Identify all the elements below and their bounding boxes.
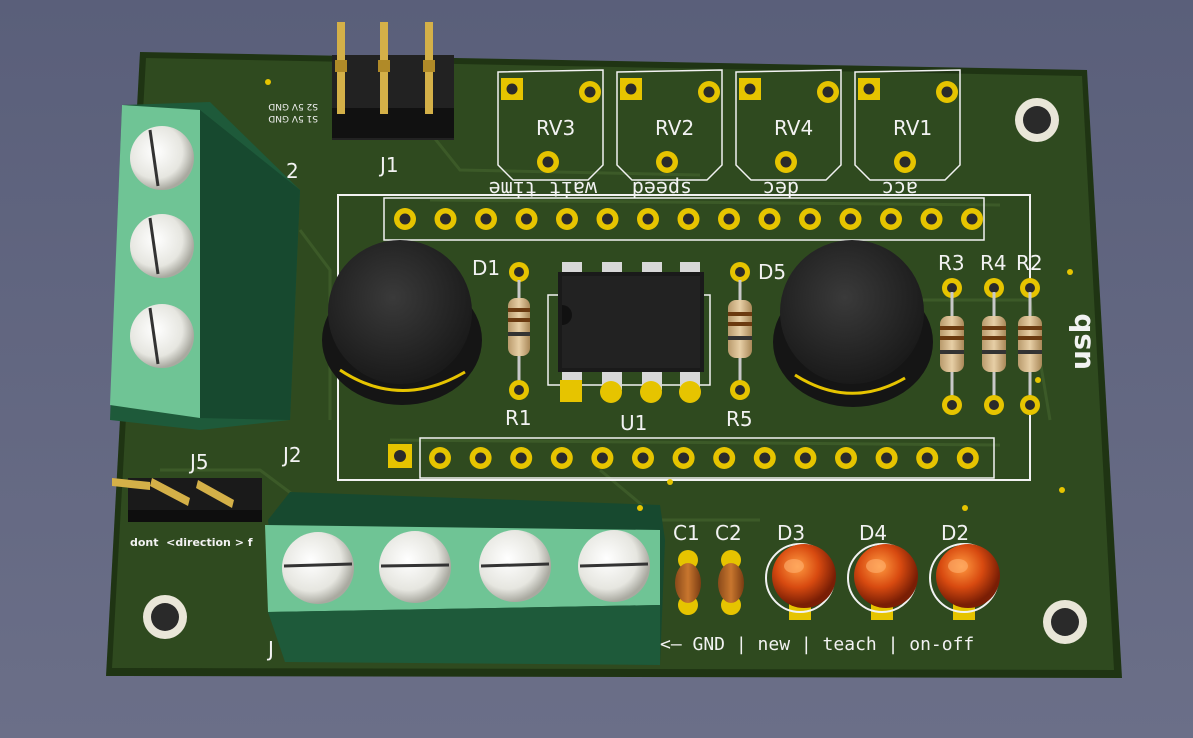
led-ref: D3 [777, 521, 805, 545]
terminal-block-bottom: J [265, 492, 665, 665]
vias [265, 79, 1073, 511]
trimmer-rv1[interactable]: RV1 acc [854, 69, 961, 201]
pad [880, 208, 902, 230]
j5-hint: dont <direction > f [130, 536, 253, 549]
pad [429, 447, 451, 469]
terminal-block-j2: 2 J2 [110, 102, 302, 467]
usb-label: usb [1064, 313, 1097, 370]
svg-text:C1: C1 [673, 521, 700, 545]
resistor-ref: R2 [1016, 251, 1043, 275]
led-d2: D2 [929, 521, 1000, 620]
capacitor-c2: C2 [715, 521, 744, 615]
pad [677, 208, 700, 230]
header-row-bottom-outline [419, 437, 995, 479]
ic-u1: U1 [547, 262, 711, 435]
pad [839, 208, 862, 230]
header-pads-top [394, 208, 983, 230]
diode-d1: D1 R1 [472, 256, 532, 430]
trimmer-label: dec [763, 177, 799, 201]
pad [916, 447, 939, 469]
trimmer-group: RV3 wait time RV2 speed RV4 dec RV1 acc [489, 69, 961, 201]
screw-j2-1[interactable] [130, 126, 194, 190]
pad [758, 208, 781, 230]
pad [920, 208, 943, 230]
trimmer-ref: RV3 [536, 116, 575, 140]
pad [794, 447, 817, 469]
header-row-top-outline [383, 197, 985, 241]
pad [718, 208, 740, 230]
trimmer-rv3[interactable]: RV3 wait time [489, 69, 604, 201]
trimmer-rv4[interactable]: RV4 dec [735, 69, 842, 201]
led-d3: D3 [765, 521, 836, 620]
electrolytic-cap-right [773, 240, 933, 407]
resistor-r4: R4 [980, 251, 1007, 415]
pad [713, 447, 736, 469]
header-j5: J5 dont <direction > f [112, 450, 262, 549]
pad [596, 208, 619, 230]
pad [961, 208, 983, 230]
resistor-r2: R2 [1016, 251, 1043, 415]
pcb-traces [160, 119, 1052, 522]
trimmer-rv2[interactable]: RV2 speed [616, 69, 723, 201]
trimmer-ref: RV2 [655, 116, 694, 140]
pad [672, 447, 695, 469]
terminal-bottom-ref: J [266, 637, 274, 661]
pad [394, 208, 416, 230]
resistor-ref: R3 [938, 251, 965, 275]
pad [556, 208, 578, 230]
pad [835, 447, 857, 469]
diode-d5: D5 R5 [726, 260, 786, 431]
capacitor-c1: C1 [673, 521, 701, 615]
resistor-r3: R3 [938, 251, 965, 415]
mounting-holes [143, 98, 1087, 644]
j2-ref-offset: 2 [286, 159, 299, 183]
pad [469, 447, 492, 469]
trimmer-label: acc [882, 177, 918, 201]
header-pads-bottom [388, 444, 979, 469]
electrolytic-cap-left [322, 240, 482, 405]
trimmer-label: speed [632, 177, 692, 201]
resistor-r5-ref: R5 [726, 407, 753, 431]
pad [434, 208, 457, 230]
trimmer-ref: RV1 [893, 116, 932, 140]
pad [637, 208, 659, 230]
svg-text:D5: D5 [758, 260, 786, 284]
pad [956, 447, 979, 469]
bottom-legend: <— GND | new | teach | on-off [660, 634, 974, 655]
trimmer-label: wait time [489, 177, 597, 201]
led-ref: D4 [859, 521, 887, 545]
j2-ref: J2 [281, 443, 302, 467]
j1-pin-labels-2: S1 5V GND [268, 113, 318, 123]
pad [550, 447, 573, 469]
resistor-r1-ref: R1 [505, 406, 532, 430]
pad [475, 208, 497, 230]
pad [799, 208, 821, 230]
led-ref: D2 [941, 521, 969, 545]
svg-text:D1: D1 [472, 256, 500, 280]
led-d4: D4 [847, 521, 918, 620]
pad [510, 447, 533, 469]
screw-j2-3[interactable] [130, 304, 194, 368]
resistor-ref: R4 [980, 251, 1007, 275]
j1-pin-labels: S2 5V GND [268, 101, 318, 111]
pad [875, 447, 898, 469]
pad-square [388, 444, 412, 468]
screw-j2-2[interactable] [130, 214, 194, 278]
pad [753, 447, 776, 469]
trimmer-ref: RV4 [774, 116, 813, 140]
j1-ref: J1 [378, 153, 399, 177]
pad [591, 447, 614, 469]
j5-ref: J5 [188, 450, 209, 474]
svg-text:C2: C2 [715, 521, 742, 545]
led-group: D3 D4 D2 [765, 521, 1000, 620]
pad [632, 447, 654, 469]
screw-bottom-1[interactable] [282, 532, 354, 604]
ic-u1-ref: U1 [620, 411, 647, 435]
resistors-right: R3 R4 R2 [938, 251, 1043, 415]
pad [515, 208, 538, 230]
header-j1: S2 5V GND S1 5V GND J1 [268, 22, 454, 177]
